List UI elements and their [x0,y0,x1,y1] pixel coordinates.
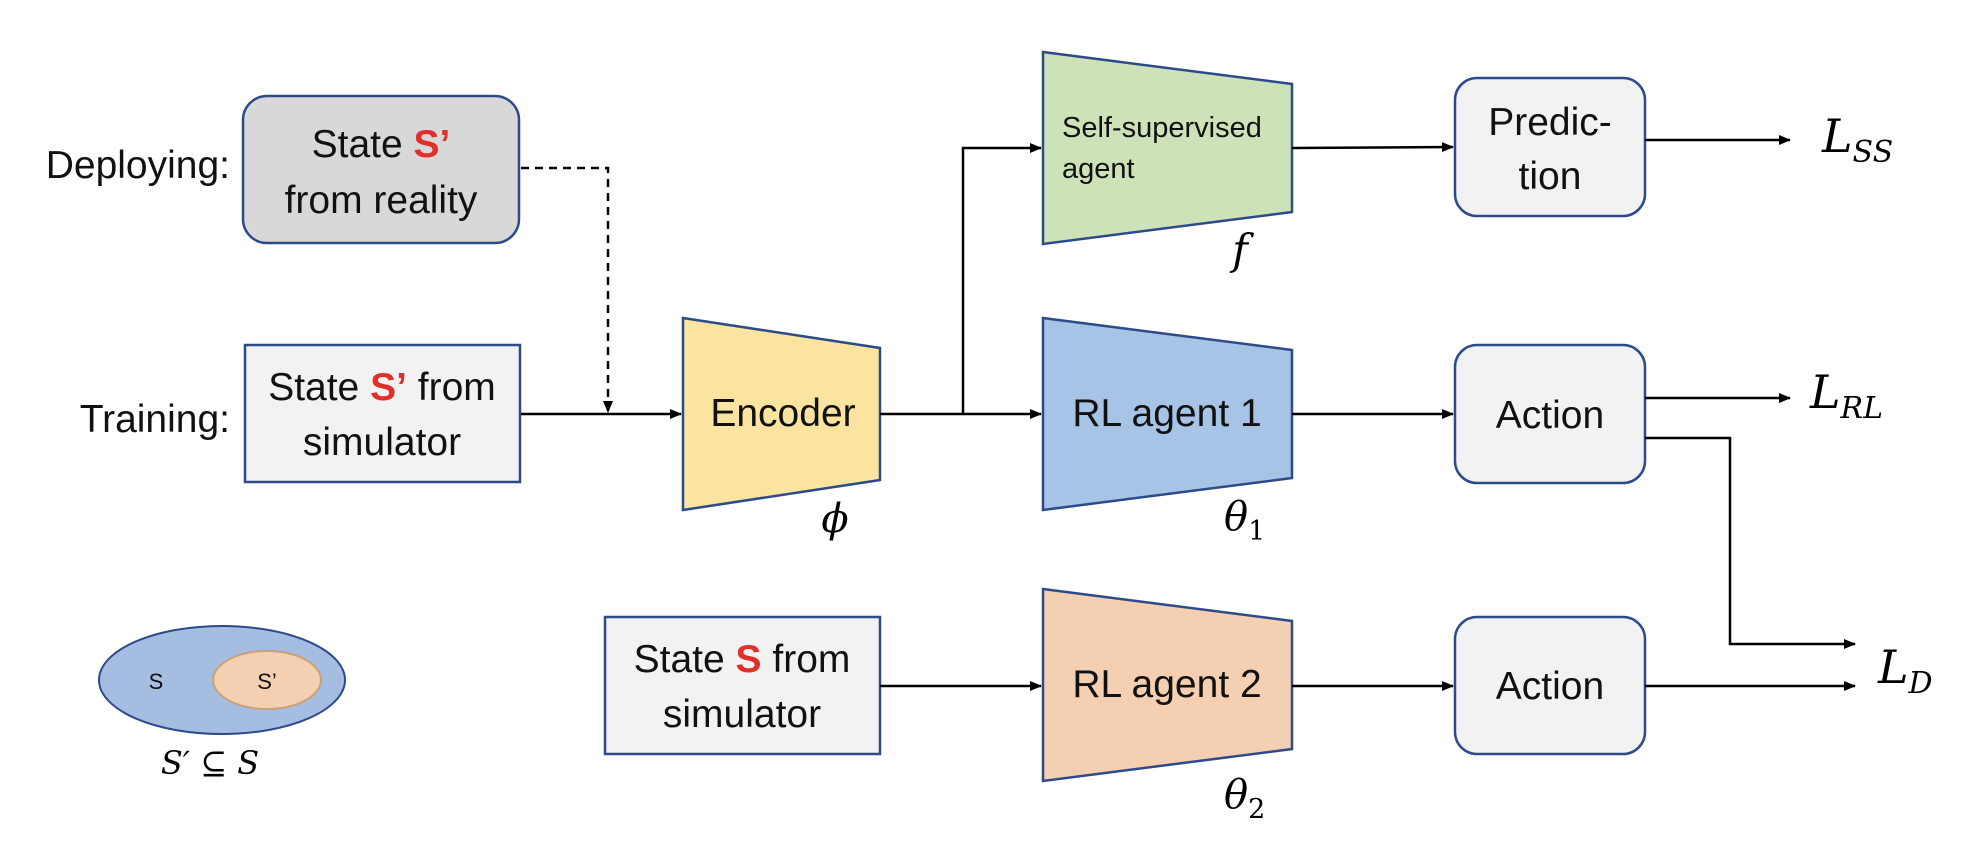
loss-d: LD [1877,640,1933,701]
encoder-symbol: ϕ [821,496,848,542]
rl-agent-1-theta: θ [1224,494,1248,540]
loss-ss-base: L [1821,109,1853,163]
state-sim-suffix: from [762,638,851,681]
rl-agent-1-subscript: 1 [1248,516,1265,547]
action1-to-ld-edge [1645,436,1856,649]
state-sim-box: State S from simulator [603,615,882,756]
state-sim-prime-prefix: State [268,366,370,409]
ss-to-prediction-edge [1291,142,1454,153]
state-sim-prefix: State [634,638,736,681]
self-supervised-shape [1041,50,1294,246]
rl-agent-1-symbol: θ1 [1224,494,1265,547]
action-1-box: Action [1453,343,1647,485]
encoder-shape [681,316,882,512]
rl-agent-2-subscript: 2 [1248,794,1265,825]
encoder-to-ss-edge [961,143,1042,414]
rl-agent-1-shape [1041,316,1294,512]
loss-rl-base: L [1809,365,1841,419]
state-sim-rect [603,615,882,756]
state-reality-line1: State S’ [312,123,451,166]
venn-outer-label: S [149,669,164,694]
state-sim-prime-rect [243,343,522,484]
state-sim-prime-line2: simulator [303,421,461,464]
loss-rl-sub: RL [1840,391,1884,426]
state-sim-prime-highlight: S’ [370,366,407,409]
rl-agent-2-module: RL agent 2 θ2 [1041,587,1294,825]
loss-rl: LRL [1809,365,1883,426]
venn-inner-set [212,650,322,710]
state-sim-highlight: S [736,638,762,681]
loss-d-sub: D [1908,666,1933,701]
state-reality-line2: from reality [285,179,478,222]
action-2-label: Action [1496,665,1604,708]
self-supervised-module: Self-supervised agent f [1041,50,1294,274]
rl-agent-2-shape [1041,587,1294,783]
state-sim-line1: State S from [634,638,851,681]
training-label: Training: [80,398,230,441]
loss-d-base: L [1877,640,1909,694]
loss-ss: LSS [1821,109,1893,170]
state-sim-prime-suffix: from [407,366,496,409]
dashed-reality-edge [521,166,613,413]
state-sim-prime-box: State S’ from simulator [243,343,522,484]
state-reality-highlight: S’ [414,123,451,166]
action-2-box: Action [1453,615,1647,756]
self-supervised-line2: agent [1062,153,1135,185]
rl-agent-2-label: RL agent 2 [1072,663,1261,706]
prediction-rect [1453,76,1647,218]
rl-agent-1-module: RL agent 1 θ1 [1041,316,1294,547]
prediction-line1: Predic- [1488,101,1612,144]
self-supervised-symbol: f [1229,225,1254,274]
state-reality-prefix: State [312,123,414,166]
self-supervised-line1: Self-supervised [1062,112,1262,144]
loss-ss-sub: SS [1853,135,1894,170]
venn-caption: S′ ⊆ S [161,744,259,782]
deploying-label: Deploying: [46,144,230,187]
rl-agent-2-symbol: θ2 [1224,772,1265,825]
venn-diagram: S S’ S′ ⊆ S [98,625,346,782]
state-reality-box: State S’ from reality [241,94,521,245]
rl-agent-2-theta: θ [1224,772,1248,818]
prediction-line2: tion [1519,155,1582,198]
action-1-rect [1453,343,1647,485]
encoder-module: Encoder ϕ [681,316,882,542]
venn-inner-label: S’ [257,669,277,694]
prediction-box: Predic- tion [1453,76,1647,218]
state-sim-line2: simulator [663,693,821,736]
state-sim-prime-line1: State S’ from [268,366,496,409]
action-1-label: Action [1496,394,1604,437]
state-reality-rect [241,94,521,245]
encoder-label: Encoder [710,392,855,435]
rl-agent-1-label: RL agent 1 [1072,392,1261,435]
